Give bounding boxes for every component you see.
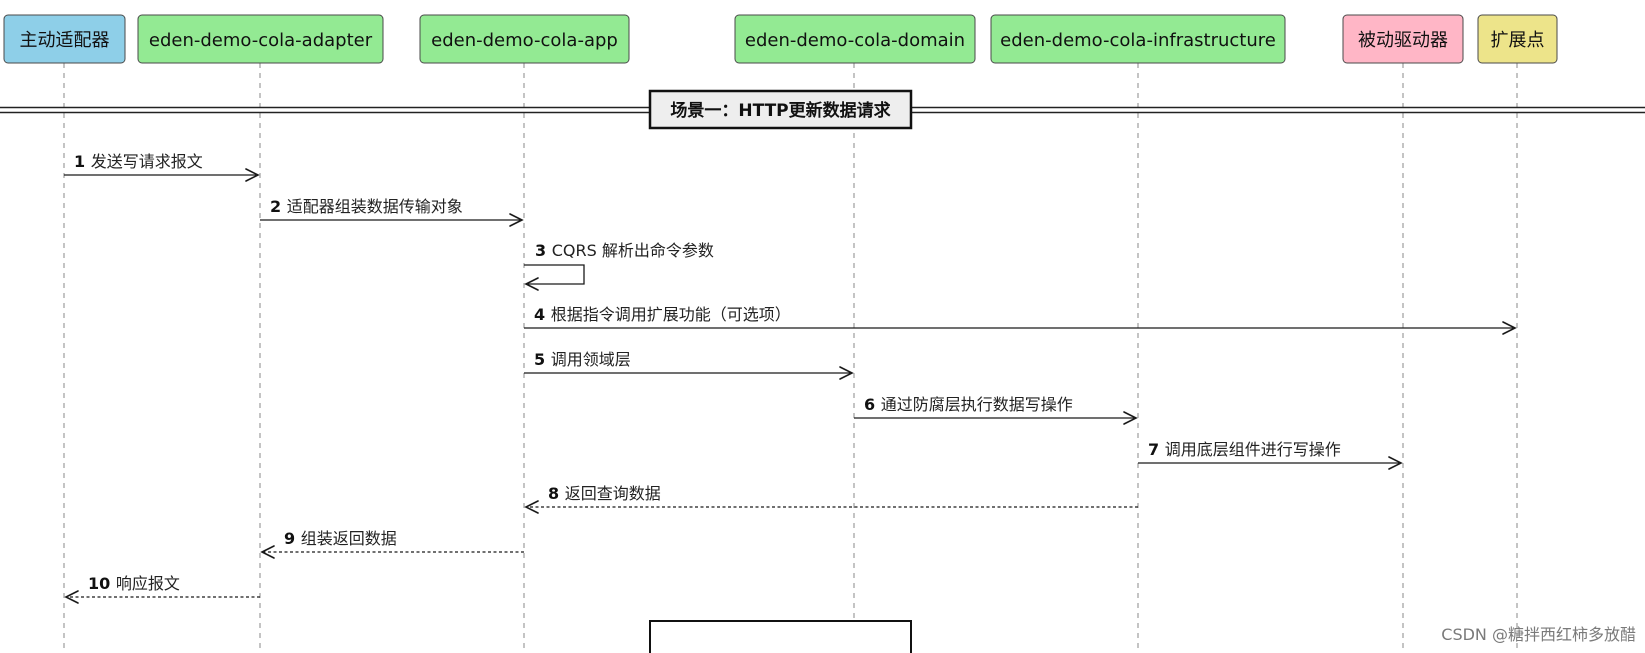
message-number: 5 <box>534 350 551 369</box>
arrow-head <box>1388 456 1403 470</box>
message-2: 2 适配器组装数据传输对象 <box>260 197 524 227</box>
message-number: 10 <box>88 574 116 593</box>
message-number: 8 <box>548 484 565 503</box>
message-label: 8 返回查询数据 <box>548 484 661 503</box>
arrow-head <box>839 366 854 380</box>
scenario-divider: 场景一：HTTP更新数据请求 <box>0 89 1645 130</box>
message-text: 根据指令调用扩展功能（可选项） <box>551 305 791 324</box>
message-8: 8 返回查询数据 <box>524 484 1138 514</box>
participant-box <box>137 14 384 64</box>
message-number: 1 <box>74 152 91 171</box>
message-9: 9 组装返回数据 <box>260 529 524 559</box>
message-text: 发送写请求报文 <box>91 152 203 171</box>
participant-5: eden-demo-cola-infrastructure <box>990 14 1286 64</box>
arrow-head <box>509 213 524 227</box>
participant-label: eden-demo-cola-adapter <box>149 30 373 51</box>
participant-2: eden-demo-cola-adapter <box>137 14 384 64</box>
participant-6: 被动驱动器 <box>1342 14 1464 64</box>
message-text: 适配器组装数据传输对象 <box>287 197 463 216</box>
message-text: 组装返回数据 <box>301 529 397 548</box>
arrow-head <box>245 168 260 182</box>
self-loop-line <box>524 264 585 285</box>
participant-1: 主动适配器 <box>3 14 126 64</box>
message-label: 2 适配器组装数据传输对象 <box>270 197 463 216</box>
message-number: 3 <box>535 241 552 260</box>
message-5: 5 调用领域层 <box>524 350 854 380</box>
message-number: 6 <box>864 395 881 414</box>
message-7: 7 调用底层组件进行写操作 <box>1138 440 1403 470</box>
bottom-divider-box <box>649 620 912 653</box>
message-text: 调用领域层 <box>551 350 631 369</box>
message-label: 5 调用领域层 <box>534 350 631 369</box>
message-number: 4 <box>534 305 551 324</box>
message-label: 1 发送写请求报文 <box>74 152 203 171</box>
message-10: 10 响应报文 <box>64 574 260 604</box>
arrow-head <box>64 590 79 604</box>
message-3: 3 CQRS 解析出命令参数 <box>524 241 714 291</box>
participant-box <box>419 14 630 64</box>
participant-7: 扩展点 <box>1477 14 1558 64</box>
participant-label: eden-demo-cola-app <box>431 30 618 51</box>
message-number: 9 <box>284 529 301 548</box>
message-label: 9 组装返回数据 <box>284 529 397 548</box>
arrow-head <box>524 500 539 514</box>
participant-box <box>1477 14 1558 64</box>
divider-label: 场景一：HTTP更新数据请求 <box>670 100 890 121</box>
arrow-head <box>260 545 275 559</box>
bottom-fragment <box>649 620 912 653</box>
watermark: CSDN @糖拌西红柿多放醋 <box>1441 625 1636 644</box>
message-text: 响应报文 <box>116 574 180 593</box>
participant-box <box>734 14 976 64</box>
message-4: 4 根据指令调用扩展功能（可选项） <box>524 305 1517 335</box>
participant-label: eden-demo-cola-infrastructure <box>1000 30 1276 51</box>
lifelines <box>63 63 1518 653</box>
messages: 1 发送写请求报文 2 适配器组装数据传输对象 3 CQRS 解析出命令参数 4 根据… <box>64 152 1517 604</box>
participant-label: 主动适配器 <box>20 30 110 51</box>
participant-box <box>990 14 1286 64</box>
arrow-head <box>524 277 539 291</box>
participant-4: eden-demo-cola-domain <box>734 14 976 64</box>
message-1: 1 发送写请求报文 <box>64 152 260 182</box>
participant-label: 扩展点 <box>1491 30 1545 51</box>
message-label: 10 响应报文 <box>88 574 180 593</box>
arrow-head <box>1123 411 1138 425</box>
message-text: 通过防腐层执行数据写操作 <box>881 395 1073 414</box>
message-label: 4 根据指令调用扩展功能（可选项） <box>534 305 791 324</box>
participant-label: eden-demo-cola-domain <box>745 30 965 51</box>
message-6: 6 通过防腐层执行数据写操作 <box>854 395 1138 425</box>
message-label: 7 调用底层组件进行写操作 <box>1148 440 1341 459</box>
participant-box <box>3 14 126 64</box>
message-text: 返回查询数据 <box>565 484 661 503</box>
message-text: CQRS 解析出命令参数 <box>552 241 714 260</box>
participant-label: 被动驱动器 <box>1358 30 1448 51</box>
arrow-head <box>1502 321 1517 335</box>
message-text: 调用底层组件进行写操作 <box>1165 440 1341 459</box>
message-label: 6 通过防腐层执行数据写操作 <box>864 395 1073 414</box>
message-number: 2 <box>270 197 287 216</box>
message-label: 3 CQRS 解析出命令参数 <box>535 241 714 260</box>
participant-box <box>1342 14 1464 64</box>
participants: 主动适配器 eden-demo-cola-adapter eden-demo-col… <box>3 14 1558 64</box>
divider-box <box>648 89 913 130</box>
message-number: 7 <box>1148 440 1165 459</box>
participant-3: eden-demo-cola-app <box>419 14 630 64</box>
